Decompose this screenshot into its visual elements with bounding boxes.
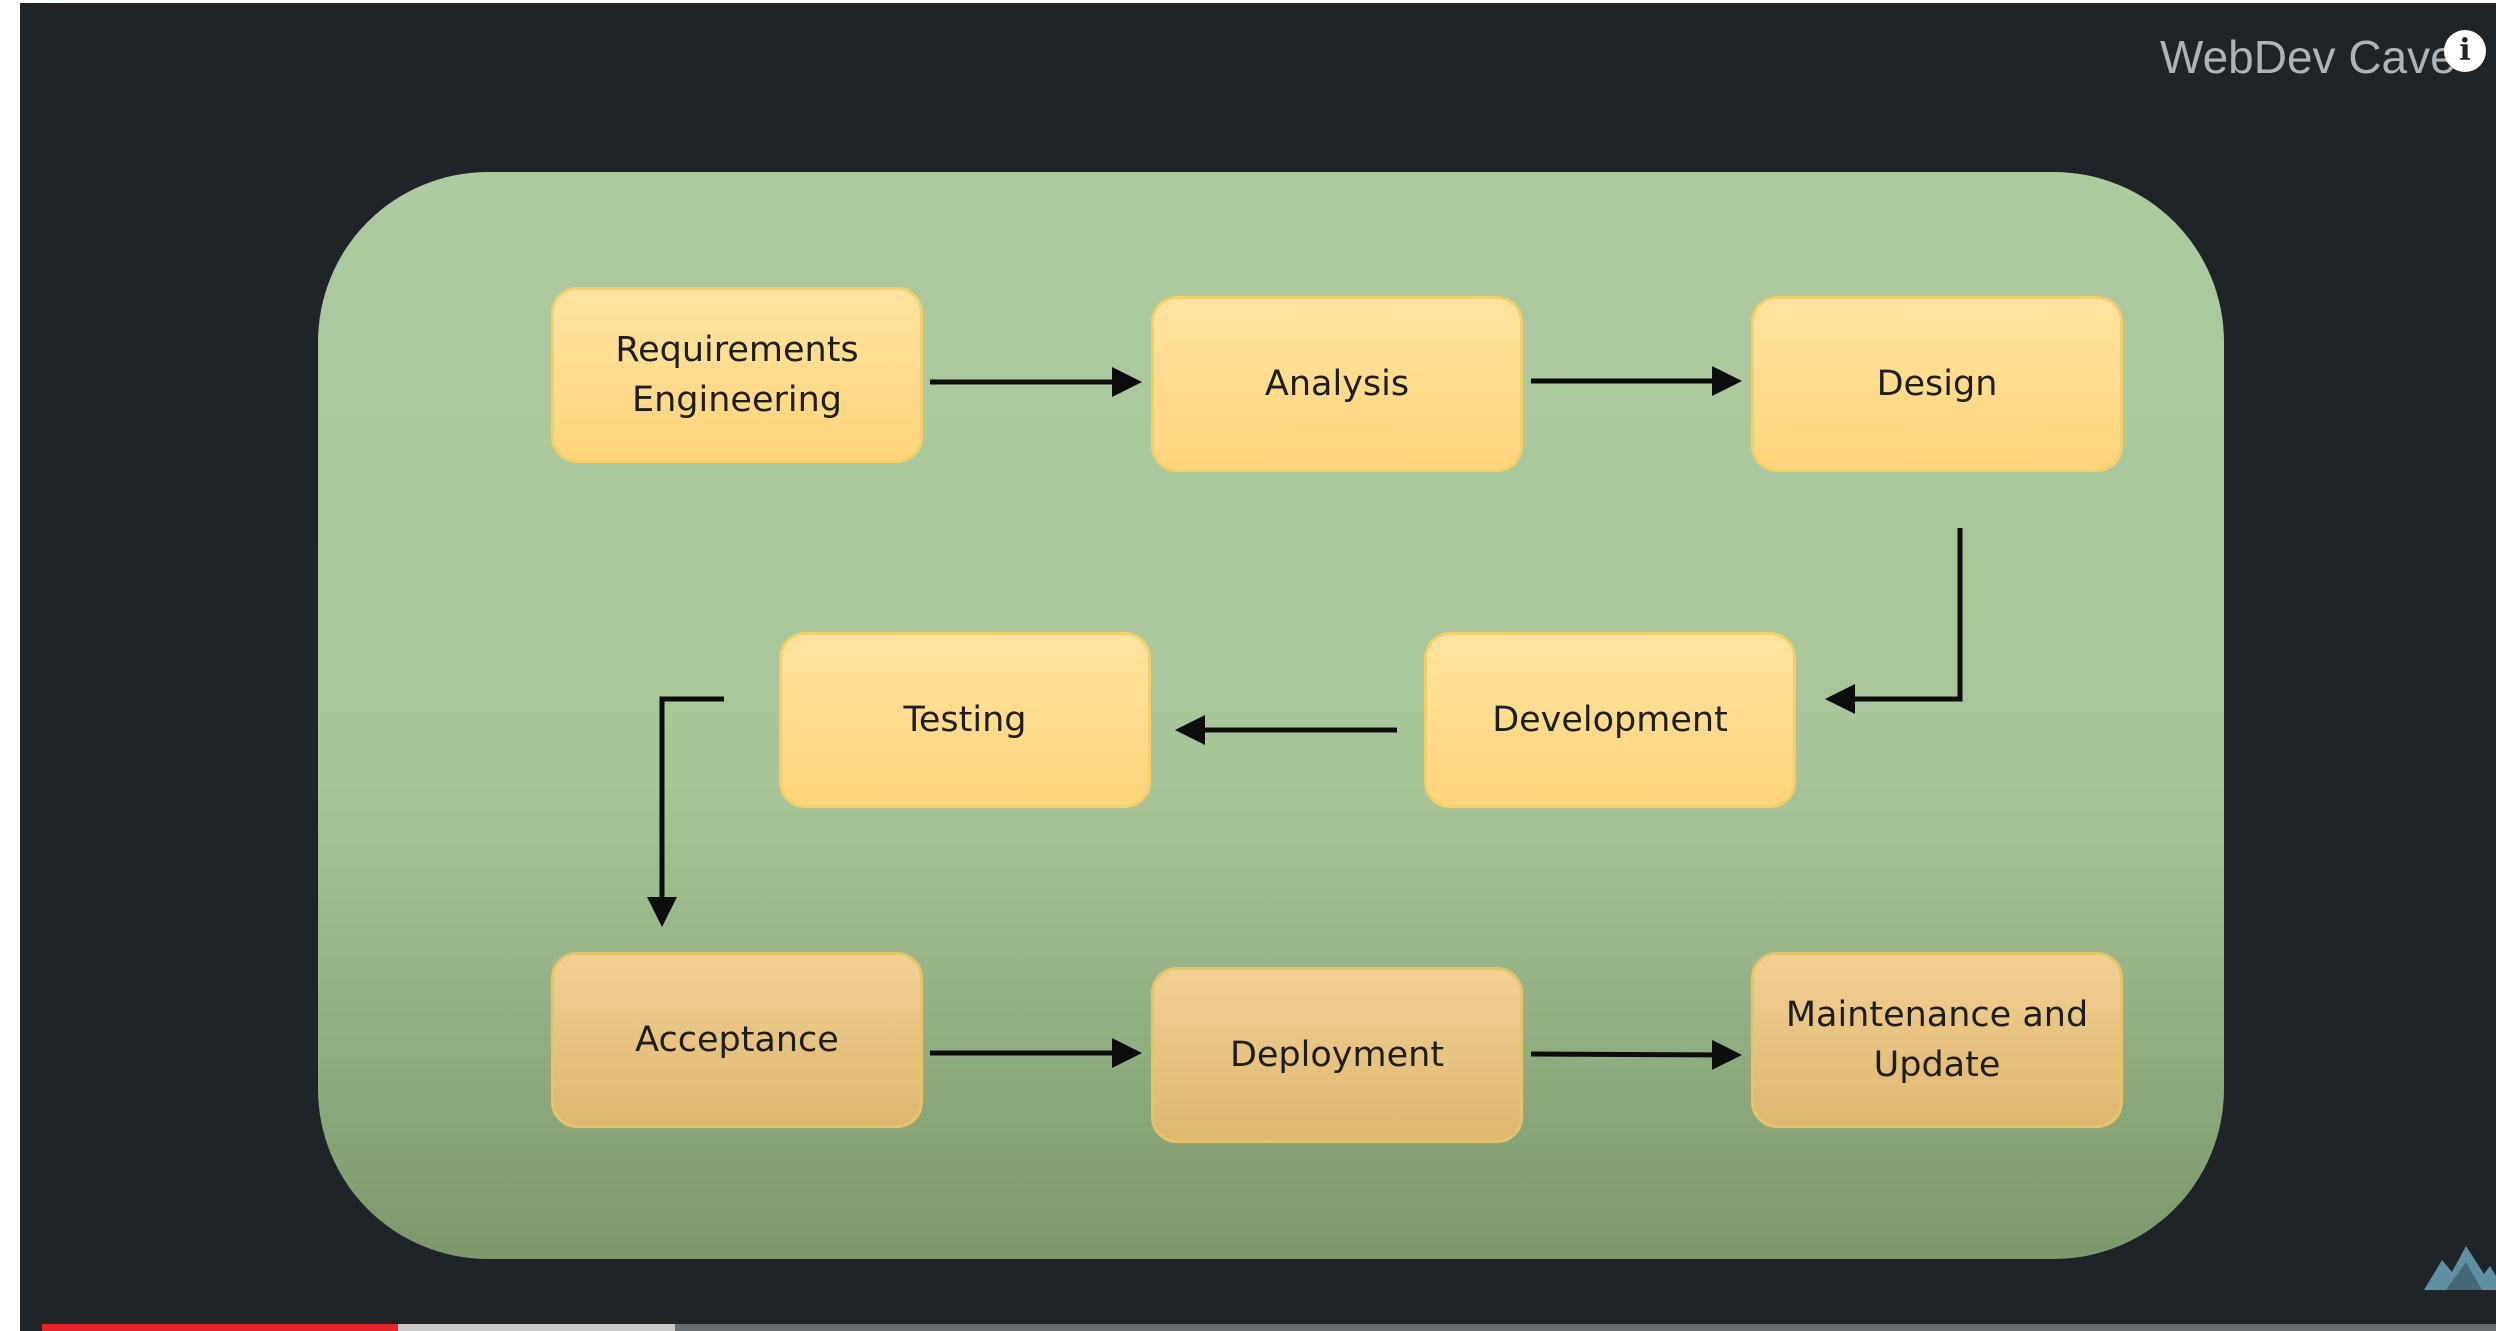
step-analysis: Analysis (1151, 296, 1523, 472)
arrow-testing-to-acceptance (647, 696, 724, 927)
arrow-deployment-to-maintenance (1530, 1039, 1742, 1070)
channel-watermark: WebDev Cave (2160, 31, 2456, 83)
step-requirements-engineering: Requirements Engineering (551, 287, 923, 463)
arrow-design-to-development (1825, 528, 1963, 714)
progress-bar-played[interactable] (42, 1324, 398, 1331)
step-deployment: Deployment (1151, 967, 1523, 1143)
step-design: Design (1751, 296, 2123, 472)
progress-bar-track[interactable] (42, 1324, 2496, 1331)
step-maintenance-and-update: Maintenance and Update (1751, 952, 2123, 1128)
step-acceptance: Acceptance (551, 952, 923, 1128)
page-margin (0, 0, 20, 1331)
step-development: Development (1424, 632, 1796, 808)
info-icon[interactable]: i (2444, 30, 2486, 72)
mountain-logo-icon (2424, 1246, 2496, 1290)
step-testing: Testing (779, 632, 1151, 808)
